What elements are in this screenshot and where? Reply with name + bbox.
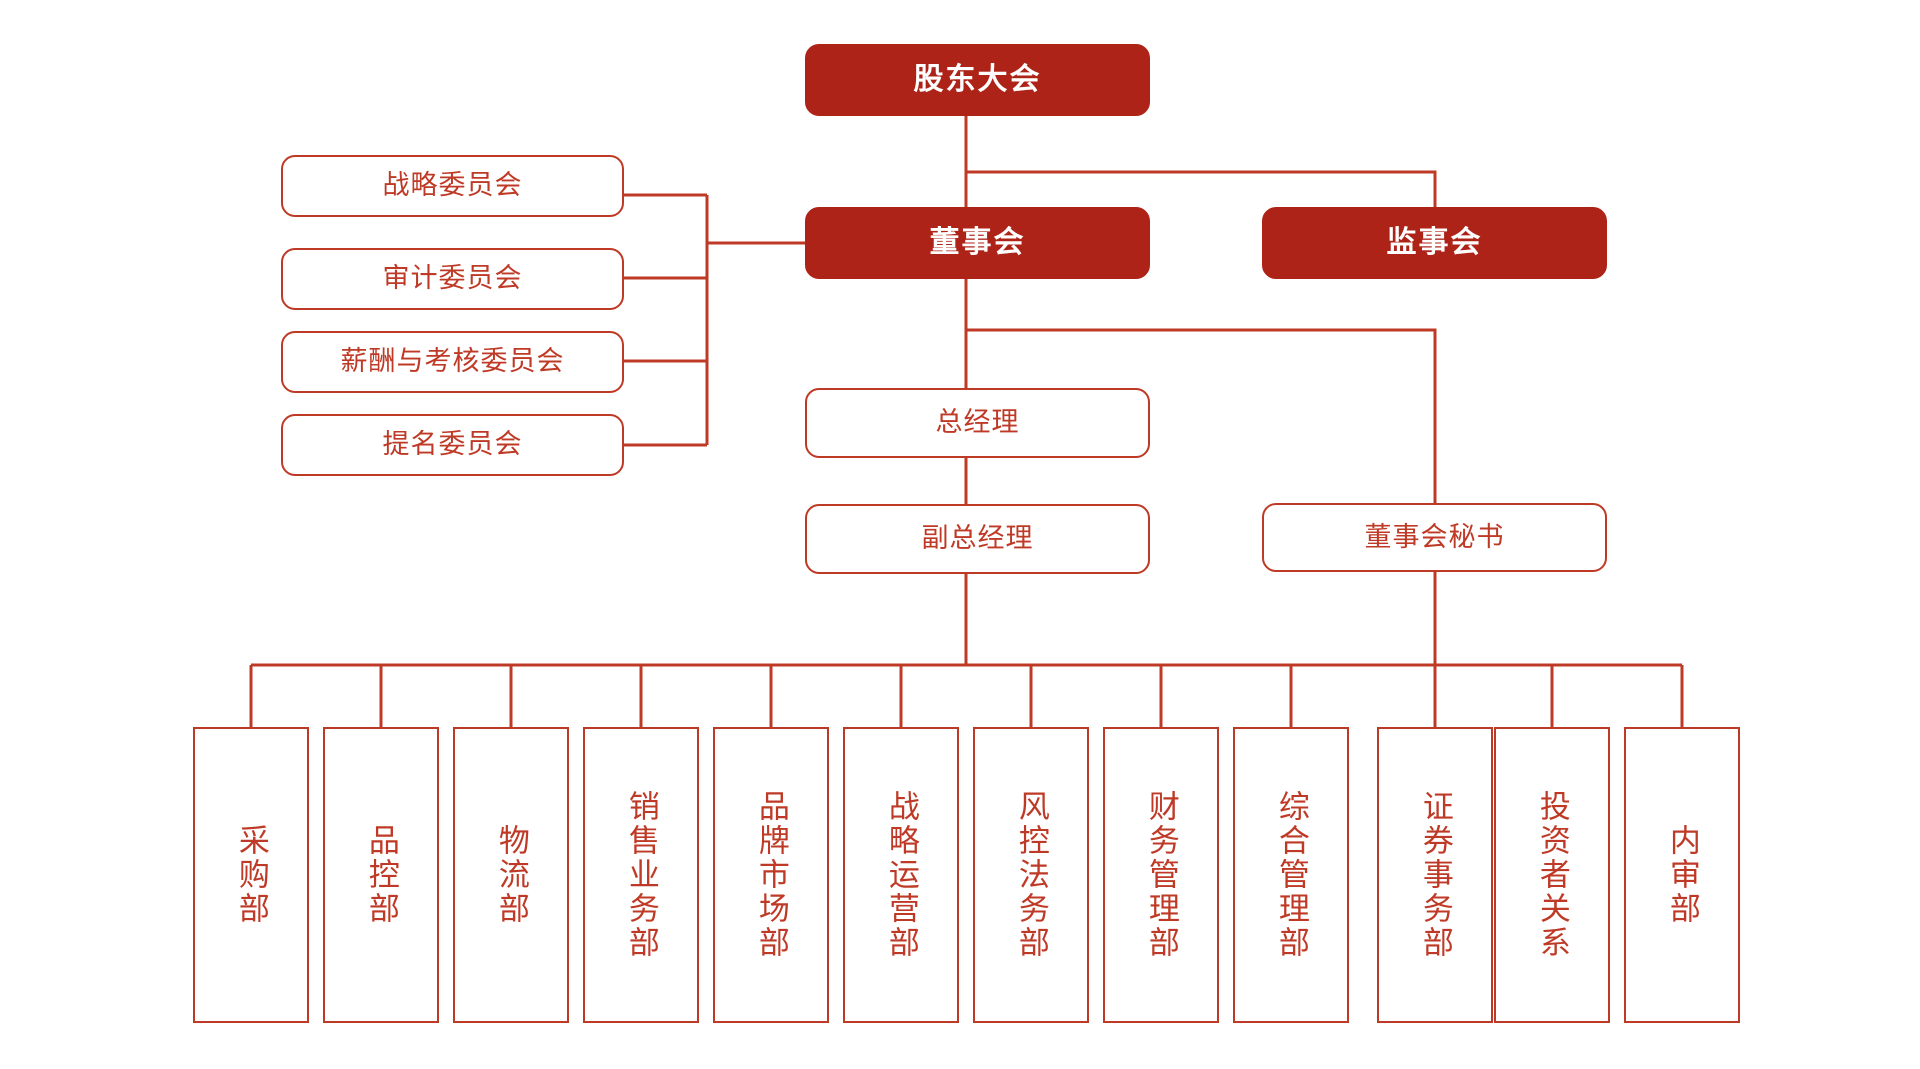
node-department-finance[interactable]: 财务管理部 xyxy=(1103,727,1219,1023)
node-label: 股东大会 xyxy=(913,62,1042,96)
node-department-general-admin[interactable]: 综合管理部 xyxy=(1233,727,1349,1023)
node-department-sales[interactable]: 销售业务部 xyxy=(583,727,699,1023)
node-label: 总经理 xyxy=(935,407,1020,438)
node-nomination-committee[interactable]: 提名委员会 xyxy=(281,414,624,476)
department-label: 证券事务部 xyxy=(1417,790,1453,960)
node-board-of-directors[interactable]: 董事会 xyxy=(805,207,1150,279)
node-deputy-general-manager[interactable]: 副总经理 xyxy=(805,504,1150,574)
wire-shareholders-to-supervisors xyxy=(966,170,1437,210)
node-department-strategy-operations[interactable]: 战略运营部 xyxy=(843,727,959,1023)
node-department-logistics[interactable]: 物流部 xyxy=(453,727,569,1023)
node-label: 监事会 xyxy=(1386,225,1483,259)
node-label: 副总经理 xyxy=(921,523,1034,554)
department-label: 综合管理部 xyxy=(1273,790,1309,960)
department-label: 财务管理部 xyxy=(1143,790,1179,960)
committee-label: 战略委员会 xyxy=(382,170,523,201)
committee-label: 薪酬与考核委员会 xyxy=(340,346,565,377)
node-board-of-supervisors[interactable]: 监事会 xyxy=(1262,207,1607,279)
node-department-risk-legal[interactable]: 风控法务部 xyxy=(973,727,1089,1023)
node-board-secretary[interactable]: 董事会秘书 xyxy=(1262,503,1607,572)
committee-label: 提名委员会 xyxy=(382,429,523,460)
department-label: 物流部 xyxy=(493,824,529,926)
node-department-procurement[interactable]: 采购部 xyxy=(193,727,309,1023)
node-department-quality-control[interactable]: 品控部 xyxy=(323,727,439,1023)
node-department-internal-audit[interactable]: 内审部 xyxy=(1624,727,1740,1023)
node-label: 董事会秘书 xyxy=(1364,521,1505,552)
node-department-investor-relations[interactable]: 投资者关系 xyxy=(1494,727,1610,1023)
node-shareholders-meeting[interactable]: 股东大会 xyxy=(805,44,1150,116)
wire-board-to-secretary xyxy=(966,328,1437,505)
node-strategy-committee[interactable]: 战略委员会 xyxy=(281,155,624,217)
node-remuneration-committee[interactable]: 薪酬与考核委员会 xyxy=(281,331,624,393)
node-department-securities-affairs[interactable]: 证券事务部 xyxy=(1377,727,1493,1023)
department-label: 品牌市场部 xyxy=(753,790,789,960)
department-label: 品控部 xyxy=(363,824,399,926)
department-label: 战略运营部 xyxy=(883,790,919,960)
node-audit-committee[interactable]: 审计委员会 xyxy=(281,248,624,310)
department-label: 内审部 xyxy=(1664,824,1700,926)
department-label: 采购部 xyxy=(233,824,269,926)
department-label: 风控法务部 xyxy=(1013,790,1049,960)
node-general-manager[interactable]: 总经理 xyxy=(805,388,1150,458)
department-label: 投资者关系 xyxy=(1534,790,1570,960)
committee-label: 审计委员会 xyxy=(382,263,523,294)
node-label: 董事会 xyxy=(929,225,1026,259)
department-label: 销售业务部 xyxy=(623,790,659,960)
node-department-brand-marketing[interactable]: 品牌市场部 xyxy=(713,727,829,1023)
